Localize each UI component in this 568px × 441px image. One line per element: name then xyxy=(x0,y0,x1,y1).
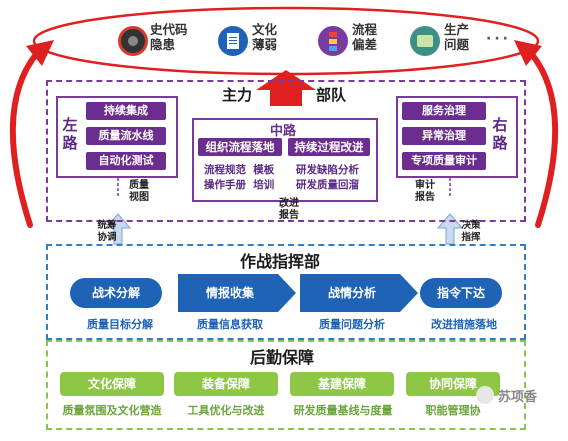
middle-road-box xyxy=(192,118,378,202)
right-road-label: 右路 xyxy=(492,116,508,152)
more-dots: ··· xyxy=(486,31,511,47)
equipment-support: 装备保障 xyxy=(174,372,278,396)
command-section xyxy=(46,244,526,340)
right-item-service: 服务治理 xyxy=(402,102,486,120)
right-report-label: 审计报告 xyxy=(415,180,435,203)
left-item-pipeline: 质量流水线 xyxy=(86,127,166,145)
collaboration-support-sub: 职能管理协 xyxy=(425,404,481,417)
watermark-text: 苏项香 xyxy=(498,390,538,405)
step-tactic-sub: 质量目标分解 xyxy=(87,318,153,331)
right-item-exception: 异常治理 xyxy=(402,127,486,145)
command-title: 作战指挥部 xyxy=(240,252,321,271)
step-analysis-sub: 质量问题分析 xyxy=(319,318,385,331)
middle-right-line1: 研发缺陷分析 xyxy=(296,164,359,176)
middle-road-title: 中路 xyxy=(270,124,297,139)
step-command: 指令下达 xyxy=(420,278,502,308)
collaboration-support: 协同保障 xyxy=(406,372,500,396)
left-red-arrow xyxy=(9,49,41,228)
middle-left-line1: 流程规范 模板 xyxy=(204,164,275,176)
step-tactic: 战术分解 xyxy=(70,278,162,308)
coordinate-note: 统筹协调 xyxy=(97,220,117,243)
logistics-section xyxy=(46,340,526,430)
step-command-sub: 改进措施落地 xyxy=(431,318,497,331)
issue-production: 生产问题 xyxy=(444,22,470,52)
left-item-autotest: 自动化测试 xyxy=(86,152,166,170)
step-intel: 情报收集 xyxy=(205,286,254,300)
issue-process: 流程偏差 xyxy=(352,22,378,52)
main-force-title-right: 部队 xyxy=(316,86,347,104)
left-red-arrowhead xyxy=(26,40,54,66)
culture-support-sub: 质量氛围及文化营造 xyxy=(62,404,162,417)
left-item-ci: 持续集成 xyxy=(86,102,166,120)
middle-btn-process: 组织流程落地 xyxy=(198,138,282,156)
document-icon xyxy=(218,26,248,56)
issue-history-code: 史代码隐患 xyxy=(150,22,188,52)
culture-support: 文化保障 xyxy=(60,372,164,396)
main-force-title-left: 主力 xyxy=(222,86,253,104)
center-red-arrow xyxy=(256,70,316,106)
step-intel-sub: 质量信息获取 xyxy=(197,318,263,331)
right-item-audit: 专项质量审计 xyxy=(402,152,486,170)
issue-culture: 文化薄弱 xyxy=(252,22,278,52)
left-road-label: 左路 xyxy=(62,116,78,152)
middle-right-line2: 研发质量回溜 xyxy=(296,179,359,191)
main-force-section xyxy=(46,80,526,222)
right-red-arrow xyxy=(527,49,559,228)
step-intel-shape xyxy=(178,274,296,312)
infrastructure-support-sub: 研发质量基线与度量 xyxy=(293,404,393,417)
bomb-icon xyxy=(118,26,148,56)
step-analysis-shape xyxy=(300,274,418,312)
middle-report-label: 改进报告 xyxy=(279,198,299,221)
infrastructure-support: 基建保障 xyxy=(290,372,394,396)
production-icon xyxy=(410,26,440,56)
right-red-arrowhead xyxy=(514,40,542,66)
step-analysis: 战情分析 xyxy=(327,286,376,300)
middle-btn-improve: 持续过程改进 xyxy=(288,138,370,156)
flow-icon xyxy=(318,26,348,56)
left-report-label: 质量视图 xyxy=(129,180,149,203)
equipment-support-sub: 工具优化与改进 xyxy=(187,404,265,417)
decision-note: 决策指挥 xyxy=(461,220,481,243)
logistics-title: 后勤保障 xyxy=(250,348,315,367)
watermark-icon xyxy=(476,386,494,404)
middle-left-line2: 操作手册 培训 xyxy=(204,179,275,191)
